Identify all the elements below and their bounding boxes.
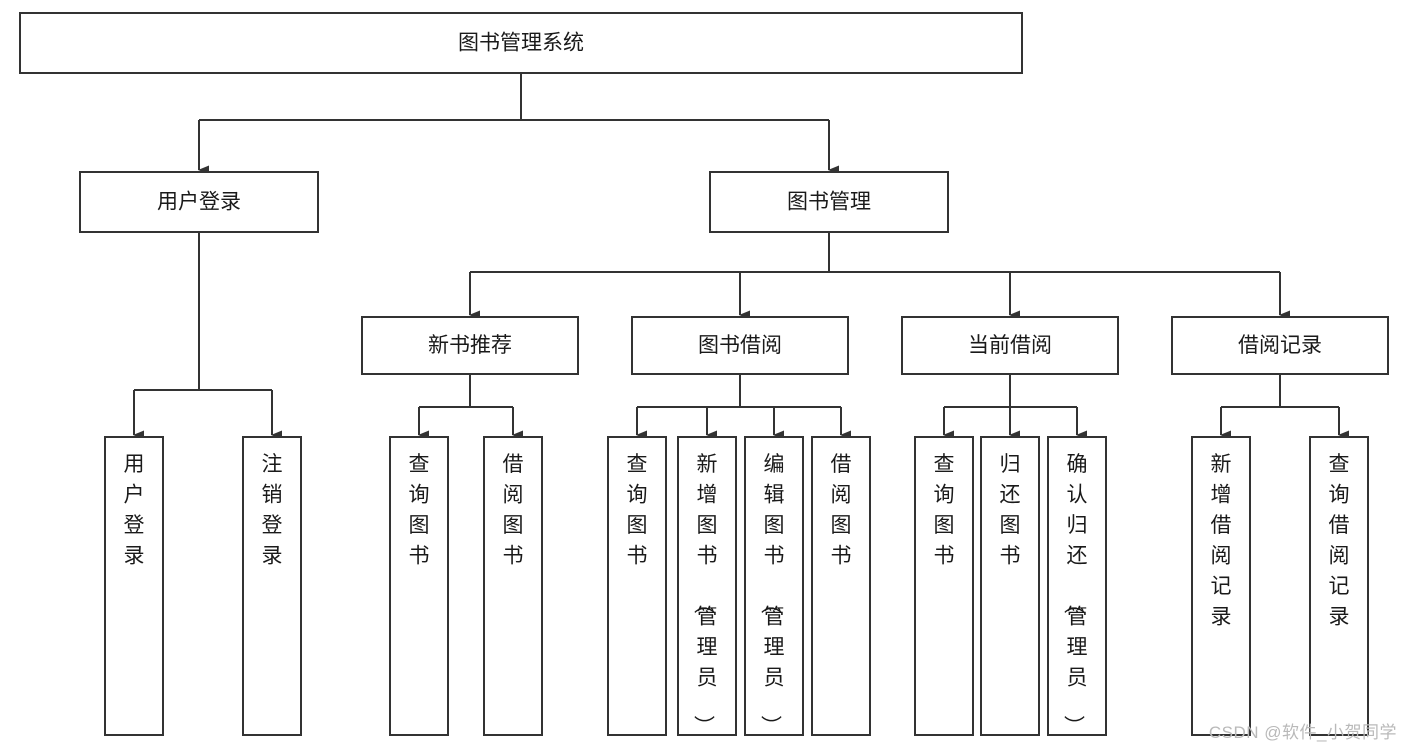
leaf-node-4[interactable]: 借阅图书 bbox=[483, 436, 543, 736]
leaf-node-box[interactable] bbox=[389, 436, 449, 736]
level2-node-1[interactable]: 用户登录 bbox=[79, 171, 319, 233]
leaf-node-box[interactable] bbox=[1191, 436, 1251, 736]
leaf-node-9[interactable]: 查询图书 bbox=[914, 436, 974, 736]
node-layer: 图书管理系统用户登录图书管理新书推荐图书借阅当前借阅借阅记录用户登录注销登录查询… bbox=[19, 12, 1389, 736]
level3-node-label: 当前借阅 bbox=[968, 334, 1052, 357]
connector-layer bbox=[133, 73, 1349, 440]
csdn-watermark: CSDN @软件_小贺同学 bbox=[1208, 723, 1397, 742]
level3-node-1[interactable]: 新书推荐 bbox=[361, 316, 579, 375]
leaf-node-box[interactable] bbox=[914, 436, 974, 736]
leaf-node-box[interactable] bbox=[1309, 436, 1369, 736]
leaf-node-label: 确认归还（管理员） bbox=[1062, 453, 1088, 736]
leaf-node-label: 查询图书 bbox=[934, 453, 955, 568]
leaf-node-8[interactable]: 借阅图书 bbox=[811, 436, 871, 736]
leaf-node-label: 注销登录 bbox=[262, 453, 283, 568]
leaf-node-7[interactable]: 编辑图书（管理员） bbox=[744, 436, 804, 736]
leaf-node-box[interactable] bbox=[980, 436, 1040, 736]
leaf-node-13[interactable]: 查询借阅记录 bbox=[1309, 436, 1369, 736]
leaf-node-1[interactable]: 用户登录 bbox=[104, 436, 164, 736]
leaf-node-12[interactable]: 新增借阅记录 bbox=[1191, 436, 1251, 736]
leaf-node-label: 借阅图书 bbox=[831, 453, 852, 568]
leaf-node-box[interactable] bbox=[607, 436, 667, 736]
leaf-node-label: 查询借阅记录 bbox=[1329, 453, 1350, 629]
level3-node-label: 图书借阅 bbox=[698, 334, 782, 357]
root-node-box[interactable] bbox=[19, 12, 1023, 74]
leaf-node-5[interactable]: 查询图书 bbox=[607, 436, 667, 736]
leaf-node-box[interactable] bbox=[1047, 436, 1107, 736]
level2-node-2[interactable]: 图书管理 bbox=[709, 171, 949, 233]
leaf-node-10[interactable]: 归还图书 bbox=[980, 436, 1040, 736]
leaf-node-box[interactable] bbox=[677, 436, 737, 736]
level2-node-box[interactable] bbox=[79, 171, 319, 233]
leaf-node-box[interactable] bbox=[744, 436, 804, 736]
level3-node-2[interactable]: 图书借阅 bbox=[631, 316, 849, 375]
leaf-node-label: 用户登录 bbox=[124, 453, 145, 568]
leaf-node-label: 借阅图书 bbox=[503, 453, 524, 568]
level2-node-label: 图书管理 bbox=[787, 191, 871, 214]
leaf-node-2[interactable]: 注销登录 bbox=[242, 436, 302, 736]
root-node-label: 图书管理系统 bbox=[458, 32, 584, 55]
leaf-node-box[interactable] bbox=[242, 436, 302, 736]
leaf-node-box[interactable] bbox=[483, 436, 543, 736]
leaf-node-3[interactable]: 查询图书 bbox=[389, 436, 449, 736]
level3-node-4[interactable]: 借阅记录 bbox=[1171, 316, 1389, 375]
leaf-node-label: 归还图书 bbox=[1000, 453, 1021, 568]
level3-node-box[interactable] bbox=[901, 316, 1119, 375]
level2-node-box[interactable] bbox=[709, 171, 949, 233]
level3-node-label: 新书推荐 bbox=[428, 334, 512, 357]
level3-node-3[interactable]: 当前借阅 bbox=[901, 316, 1119, 375]
root-node-1[interactable]: 图书管理系统 bbox=[19, 12, 1023, 74]
leaf-node-label: 新增借阅记录 bbox=[1211, 453, 1232, 629]
leaf-node-6[interactable]: 新增图书（管理员） bbox=[677, 436, 737, 736]
leaf-node-label: 新增图书（管理员） bbox=[692, 453, 718, 736]
leaf-node-box[interactable] bbox=[811, 436, 871, 736]
leaf-node-11[interactable]: 确认归还（管理员） bbox=[1047, 436, 1107, 736]
level3-node-label: 借阅记录 bbox=[1238, 334, 1322, 357]
level3-node-box[interactable] bbox=[1171, 316, 1389, 375]
leaf-node-label: 查询图书 bbox=[409, 453, 430, 568]
leaf-node-label: 查询图书 bbox=[627, 453, 648, 568]
leaf-node-box[interactable] bbox=[104, 436, 164, 736]
level3-node-box[interactable] bbox=[631, 316, 849, 375]
level2-node-label: 用户登录 bbox=[157, 191, 241, 214]
leaf-node-label: 编辑图书（管理员） bbox=[759, 453, 785, 736]
level3-node-box[interactable] bbox=[361, 316, 579, 375]
